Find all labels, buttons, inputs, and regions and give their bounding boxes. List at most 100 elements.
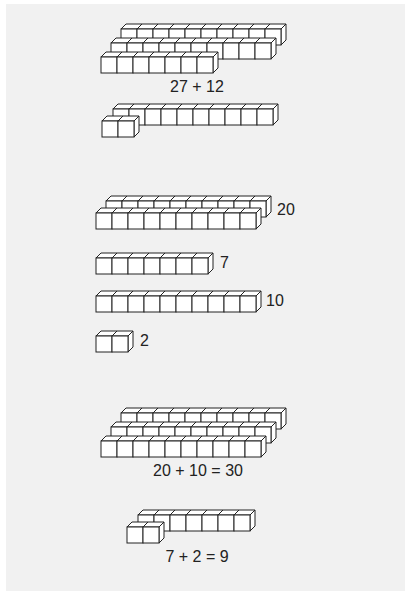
cube-front xyxy=(128,258,144,274)
cube-rod xyxy=(102,116,139,137)
cube-front xyxy=(202,515,218,531)
cube-top xyxy=(143,522,164,527)
cube-front xyxy=(101,441,117,457)
cube-front xyxy=(145,109,161,125)
cube-front xyxy=(239,43,255,59)
cube-front xyxy=(229,441,245,457)
cube-front xyxy=(224,296,240,312)
cube-rod xyxy=(111,422,276,443)
cube-top xyxy=(257,104,278,109)
cube-front xyxy=(192,296,208,312)
cube-front xyxy=(149,441,165,457)
cube-front xyxy=(128,296,144,312)
cube-front xyxy=(143,527,159,543)
cube-top xyxy=(250,196,271,201)
cube-front xyxy=(234,515,250,531)
count-label: 7 xyxy=(220,253,229,273)
cube-front xyxy=(112,296,128,312)
cube-front xyxy=(117,441,133,457)
equation-label: 27 + 12 xyxy=(170,77,224,97)
cube-top xyxy=(192,253,213,258)
cube-front xyxy=(117,57,133,73)
cube-top xyxy=(255,38,276,43)
cube-front xyxy=(186,515,202,531)
cube-front xyxy=(118,121,134,137)
cube-front xyxy=(170,515,186,531)
cube-rod xyxy=(96,253,213,274)
cube-top xyxy=(234,510,255,515)
cube-rod xyxy=(121,408,286,429)
cube-front xyxy=(240,213,256,229)
cube-front xyxy=(197,441,213,457)
cube-front xyxy=(181,441,197,457)
cube-front xyxy=(224,213,240,229)
cube-front xyxy=(161,109,177,125)
cube-top xyxy=(112,331,133,336)
cube-top xyxy=(197,52,218,57)
count-label: 10 xyxy=(266,291,284,311)
cube-front xyxy=(209,109,225,125)
cube-front xyxy=(144,258,160,274)
cube-rod xyxy=(101,436,266,457)
cube-front xyxy=(176,296,192,312)
cube-front xyxy=(96,213,112,229)
cube-front xyxy=(112,213,128,229)
cube-front xyxy=(112,258,128,274)
count-label: 2 xyxy=(140,331,149,351)
cube-front xyxy=(149,57,165,73)
cube-front xyxy=(177,109,193,125)
cube-front xyxy=(160,296,176,312)
cube-front xyxy=(176,258,192,274)
cube-front xyxy=(102,121,118,137)
cube-rod xyxy=(111,38,276,59)
equation-label: 7 + 2 = 9 xyxy=(165,547,228,567)
cube-front xyxy=(133,57,149,73)
cube-front xyxy=(208,213,224,229)
cube-front xyxy=(160,213,176,229)
cube-front xyxy=(193,109,209,125)
cube-top xyxy=(240,291,261,296)
cube-front xyxy=(257,109,273,125)
cube-front xyxy=(181,57,197,73)
cube-front xyxy=(96,336,112,352)
cube-front xyxy=(144,213,160,229)
cube-front xyxy=(197,57,213,73)
cube-front xyxy=(223,43,239,59)
cube-front xyxy=(240,296,256,312)
cube-front xyxy=(144,296,160,312)
cube-rod xyxy=(96,291,261,312)
cube-rod xyxy=(96,331,133,352)
cube-top xyxy=(245,436,266,441)
cube-top xyxy=(255,422,276,427)
cube-front xyxy=(208,296,224,312)
cube-front xyxy=(255,43,271,59)
cube-top xyxy=(265,24,286,29)
cube-front xyxy=(160,258,176,274)
cube-front xyxy=(192,213,208,229)
cube-front xyxy=(213,441,229,457)
cube-front xyxy=(245,441,261,457)
cube-top xyxy=(240,208,261,213)
cube-front xyxy=(218,515,234,531)
cube-front xyxy=(225,109,241,125)
cube-rod xyxy=(96,208,261,229)
cube-front xyxy=(128,213,144,229)
count-label: 20 xyxy=(277,200,295,220)
cube-front xyxy=(192,258,208,274)
cube-rod xyxy=(121,24,286,45)
cube-front xyxy=(96,296,112,312)
cube-front xyxy=(101,57,117,73)
cube-front xyxy=(165,57,181,73)
equation-label: 20 + 10 = 30 xyxy=(153,461,243,481)
cube-front xyxy=(133,441,149,457)
cube-front xyxy=(176,213,192,229)
cube-rod xyxy=(127,522,164,543)
cube-front xyxy=(241,109,257,125)
cube-top xyxy=(118,116,139,121)
cube-front xyxy=(165,441,181,457)
cube-top xyxy=(265,408,286,413)
cube-front xyxy=(127,527,143,543)
cube-front xyxy=(112,336,128,352)
cube-rod xyxy=(101,52,218,73)
